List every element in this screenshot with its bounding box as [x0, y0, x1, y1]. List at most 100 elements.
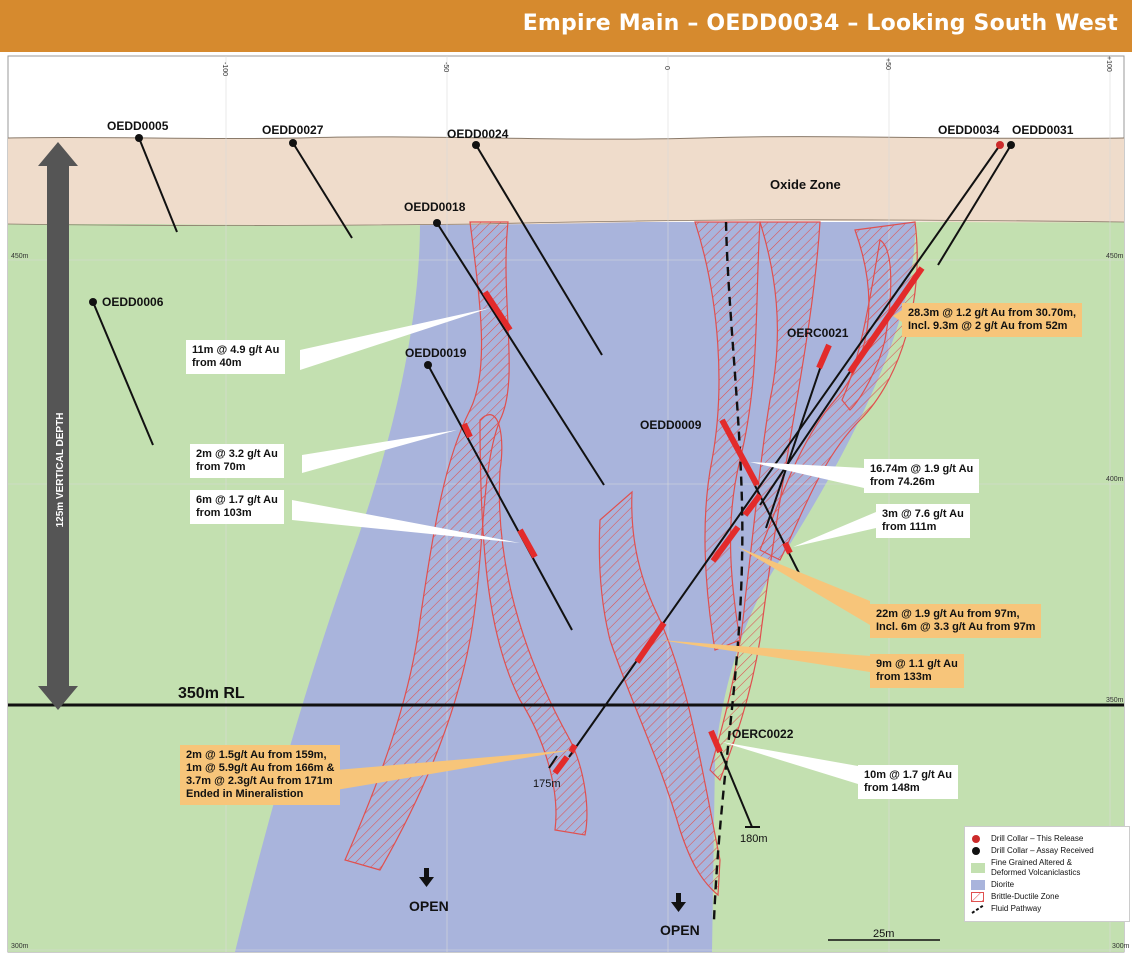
trace-oedd0005 — [138, 137, 178, 233]
label-oerc0021: OERC0021 — [787, 326, 849, 340]
vertical-depth-arrow — [38, 142, 78, 710]
trace-oedd0006 — [92, 301, 154, 446]
intercept-callout-5: 16.74m @ 1.9 g/t Au from 74.26m — [864, 459, 980, 493]
intercept-callout-6: 3m @ 7.6 g/t Au from 111m — [876, 504, 970, 538]
intercept-callout-4: 28.3m @ 1.2 g/t Au from 30.70m, Incl. 9.… — [902, 303, 1083, 337]
pointer-i6 — [793, 512, 876, 547]
intercept-i7 — [710, 525, 741, 563]
oxide-zone-label: Oxide Zone — [770, 177, 841, 192]
intercept-i9a — [568, 743, 578, 754]
rl-400-right: 400m — [1106, 476, 1124, 483]
intercept-i6 — [782, 541, 793, 555]
scale-bar-label: 25m — [873, 928, 894, 940]
brittle-zone-right-b — [709, 221, 821, 782]
label-oedd0019: OEDD0019 — [405, 346, 467, 360]
blue-swatch-icon — [971, 880, 985, 890]
label-oedd0034: OEDD0034 — [938, 123, 1000, 137]
legend-row-fine: Fine Grained Altered & Deformed Volcanic… — [971, 858, 1123, 878]
depth-175: 175m — [533, 778, 561, 790]
red-dot-icon — [971, 834, 985, 844]
pointer-i4 — [893, 310, 902, 322]
trace-oedd0019 — [427, 364, 573, 631]
rl-300-right: 300m — [1112, 943, 1130, 950]
label-oedd0024: OEDD0024 — [447, 127, 509, 141]
label-oedd0005: OEDD0005 — [107, 119, 169, 133]
intercept-callout-1: 11m @ 4.9 g/t Au from 40m — [186, 340, 286, 374]
dashed-line-icon — [971, 904, 985, 914]
intercept-callout-3: 6m @ 1.7 g/t Au from 103m — [190, 490, 284, 524]
legend-fine-grained: Fine Grained Altered & Deformed Volcanic… — [991, 858, 1081, 877]
black-dot-icon — [971, 846, 985, 856]
label-oedd0027: OEDD0027 — [262, 123, 324, 137]
label-oedd0031: OEDD0031 — [1012, 123, 1074, 137]
intercept-i8 — [634, 621, 667, 664]
tick-p50: +50 — [884, 58, 891, 70]
legend-row-diorite: Diorite — [971, 880, 1123, 890]
trace-oedd0031 — [937, 144, 1012, 266]
pointer-i5 — [750, 462, 864, 488]
intercept-callout-2: 2m @ 3.2 g/t Au from 70m — [190, 444, 284, 478]
label-oedd0006: OEDD0006 — [102, 295, 164, 309]
rl-450-right: 450m — [1106, 253, 1124, 260]
intercept-callout-7: 22m @ 1.9 g/t Au from 97m, Incl. 6m @ 3.… — [870, 604, 1042, 638]
intercept-i4 — [847, 266, 925, 374]
legend-fluid: Fluid Pathway — [991, 904, 1042, 913]
label-oerc0022: OERC0022 — [732, 727, 794, 741]
hatch-swatch-icon — [971, 892, 985, 902]
vertical-depth-label: 125m VERTICAL DEPTH — [55, 413, 66, 528]
legend-row-release: Drill Collar – This Release — [971, 834, 1123, 844]
intercept-i10 — [708, 729, 723, 754]
brittle-zone-left-outer — [344, 221, 510, 871]
depth-180: 180m — [740, 833, 768, 845]
collars — [89, 134, 1015, 369]
fluid-pathway — [712, 221, 744, 921]
rl-300-left: 300m — [11, 943, 29, 950]
collar-oedd0018 — [433, 219, 441, 227]
pointer-i3 — [292, 500, 520, 543]
diagram-title: Empire Main – OEDD0034 – Looking South W… — [522, 11, 1118, 36]
intercepts — [461, 266, 925, 775]
tick-m50: -50 — [442, 62, 449, 72]
title-bar: Empire Main – OEDD0034 – Looking South W… — [0, 0, 1132, 56]
rl-450-left: 450m — [11, 253, 29, 260]
trace-oedd0018 — [436, 222, 605, 486]
green-swatch-icon — [971, 863, 985, 873]
collar-oedd0034 — [996, 141, 1004, 149]
open-arrows — [419, 868, 686, 912]
legend-collar-received: Drill Collar – Assay Received — [991, 846, 1094, 855]
intercept-i7b — [742, 493, 763, 517]
open-label-left: OPEN — [409, 898, 449, 914]
pointer-i8 — [660, 640, 870, 672]
intercept-callout-9: 2m @ 1.5g/t Au from 159m, 1m @ 5.9g/t Au… — [180, 745, 341, 805]
oxide-zone — [8, 136, 1124, 226]
pointer-i9 — [336, 750, 572, 790]
intercept-i9b — [552, 755, 570, 775]
intercept-callout-8: 9m @ 1.1 g/t Au from 133m — [870, 654, 964, 688]
collar-oedd0024 — [472, 141, 480, 149]
intercept-i2 — [461, 422, 473, 439]
legend-brittle: Brittle-Ductile Zone — [991, 892, 1060, 901]
tick-m100: -100 — [221, 62, 228, 76]
collar-oedd0027 — [289, 139, 297, 147]
trace-oedd0024 — [475, 144, 603, 356]
legend-collar-release: Drill Collar – This Release — [991, 834, 1084, 843]
brittle-zone-centre — [598, 490, 721, 897]
label-oedd0018: OEDD0018 — [404, 200, 466, 214]
rl-350-label: 350m RL — [178, 685, 245, 702]
label-oedd0009: OEDD0009 — [640, 418, 702, 432]
intercept-callout-10: 10m @ 1.7 g/t Au from 148m — [858, 765, 958, 799]
rl-350-right: 350m — [1106, 697, 1124, 704]
intercept-i3 — [517, 528, 538, 559]
pointer-i7 — [738, 547, 870, 625]
collar-oedd0005 — [135, 134, 143, 142]
legend-row-received: Drill Collar – Assay Received — [971, 846, 1123, 856]
legend-diorite: Diorite — [991, 880, 1015, 889]
pointer-i2 — [302, 430, 457, 473]
legend: Drill Collar – This Release Drill Collar… — [964, 826, 1130, 922]
open-label-right: OPEN — [660, 922, 700, 938]
collar-oedd0031 — [1007, 141, 1015, 149]
trace-oedd0027 — [292, 142, 353, 239]
pointer-i1 — [300, 308, 490, 370]
callout-pointers — [292, 308, 902, 790]
